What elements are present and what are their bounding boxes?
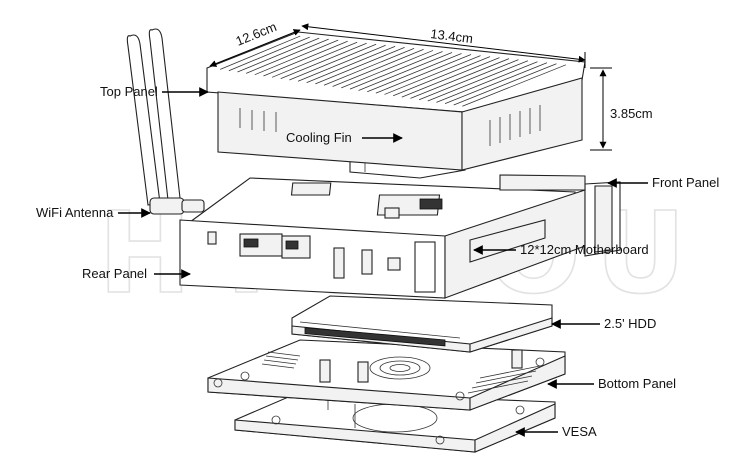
callout-top-panel: Top Panel bbox=[100, 84, 209, 99]
callout-front-panel: Front Panel bbox=[607, 175, 719, 190]
heatsink-fin-groove bbox=[393, 56, 491, 97]
label-top-panel: Top Panel bbox=[100, 84, 158, 99]
heatsink-fin-groove bbox=[410, 58, 510, 99]
heatsink-fin-groove bbox=[436, 61, 538, 103]
callout-motherboard: 12*12cm Motherboard bbox=[473, 242, 649, 257]
label-vesa: VESA bbox=[562, 424, 597, 439]
label-bottom-panel: Bottom Panel bbox=[598, 376, 676, 391]
callout-rear-panel: Rear Panel bbox=[82, 266, 191, 281]
label-hdd: 2.5' HDD bbox=[604, 316, 656, 331]
chassis-body bbox=[179, 177, 586, 299]
heatsink-fin-groove bbox=[453, 63, 557, 106]
bottom-panel-plate bbox=[207, 339, 566, 411]
dimension-height: 3.85cm bbox=[590, 67, 653, 151]
front-panel-plate bbox=[499, 174, 621, 257]
wifi-antennas bbox=[126, 28, 205, 215]
heatsink-fin-groove bbox=[427, 60, 529, 102]
length-dimension-label: 13.4cm bbox=[430, 26, 474, 46]
callout-hdd: 2.5' HDD bbox=[551, 316, 656, 331]
heatsink-fin-groove bbox=[462, 64, 567, 107]
callout-wifi-antenna: WiFi Antenna bbox=[36, 205, 151, 220]
callout-vesa: VESA bbox=[515, 424, 597, 439]
callout-bottom-panel: Bottom Panel bbox=[547, 376, 676, 391]
heatsink-fin-groove bbox=[401, 57, 500, 98]
label-front-panel: Front Panel bbox=[652, 175, 719, 190]
label-rear-panel: Rear Panel bbox=[82, 266, 147, 281]
label-wifi-antenna: WiFi Antenna bbox=[36, 205, 114, 220]
heatsink-fin-groove bbox=[444, 62, 548, 105]
label-cooling-fin: Cooling Fin bbox=[286, 130, 352, 145]
heatsink-fin-groove bbox=[418, 59, 519, 101]
callout-cooling-fin: Cooling Fin bbox=[286, 130, 403, 145]
label-motherboard: 12*12cm Motherboard bbox=[520, 242, 649, 257]
height-dimension-label: 3.85cm bbox=[610, 106, 653, 121]
hdd-drive bbox=[291, 295, 553, 353]
dimension-length: 13.4cm bbox=[301, 23, 586, 68]
